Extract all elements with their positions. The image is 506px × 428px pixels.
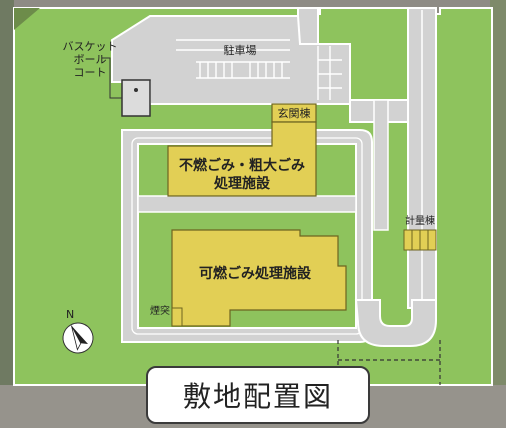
incombustible-facility-label-line1: 不燃ごみ・粗大ごみ — [179, 157, 305, 174]
ring-road-lane-line — [131, 137, 363, 335]
weighing-building — [403, 229, 437, 251]
basketball-court-marker — [134, 88, 138, 92]
incombustible-waste-facility — [167, 121, 317, 197]
parking-label: 駐車場 — [224, 43, 257, 57]
central-cross-road — [137, 195, 357, 213]
combustible-facility-label: 可燃ごみ処理施設 — [199, 265, 312, 282]
parking-lot — [111, 15, 351, 105]
weighing-label: 計量棟 — [405, 214, 435, 227]
weighing-approach-road — [373, 99, 389, 231]
parking-stalls — [176, 39, 342, 100]
chimney-label: 煙突 — [150, 304, 170, 317]
chimney — [171, 307, 183, 327]
north-label: N — [66, 308, 74, 321]
entrance-label: 玄関棟 — [278, 106, 311, 120]
incombustible-facility-label-line2: 処理施設 — [213, 175, 271, 192]
basketball-court-leader — [102, 57, 122, 99]
basketball-court — [121, 79, 151, 117]
south-loop-road — [354, 299, 437, 347]
north-access-road — [297, 7, 319, 49]
inner-lawn-2 — [146, 222, 166, 322]
basketball-court-label: バスケット ボール コート — [63, 40, 118, 79]
svg-text:バスケット: バスケット — [63, 40, 118, 53]
svg-text:ボール: ボール — [74, 53, 107, 66]
aerial-photo-edge-left — [0, 0, 14, 428]
site-plan-caption: 敷地配置図 — [146, 366, 370, 424]
combustible-waste-facility — [171, 229, 347, 327]
boundary-corner-shade — [14, 8, 40, 30]
aerial-photo-edge-right — [490, 0, 506, 428]
north-arrow — [62, 322, 94, 354]
inner-lawn-1 — [146, 150, 166, 190]
svg-text:コート: コート — [74, 66, 107, 79]
